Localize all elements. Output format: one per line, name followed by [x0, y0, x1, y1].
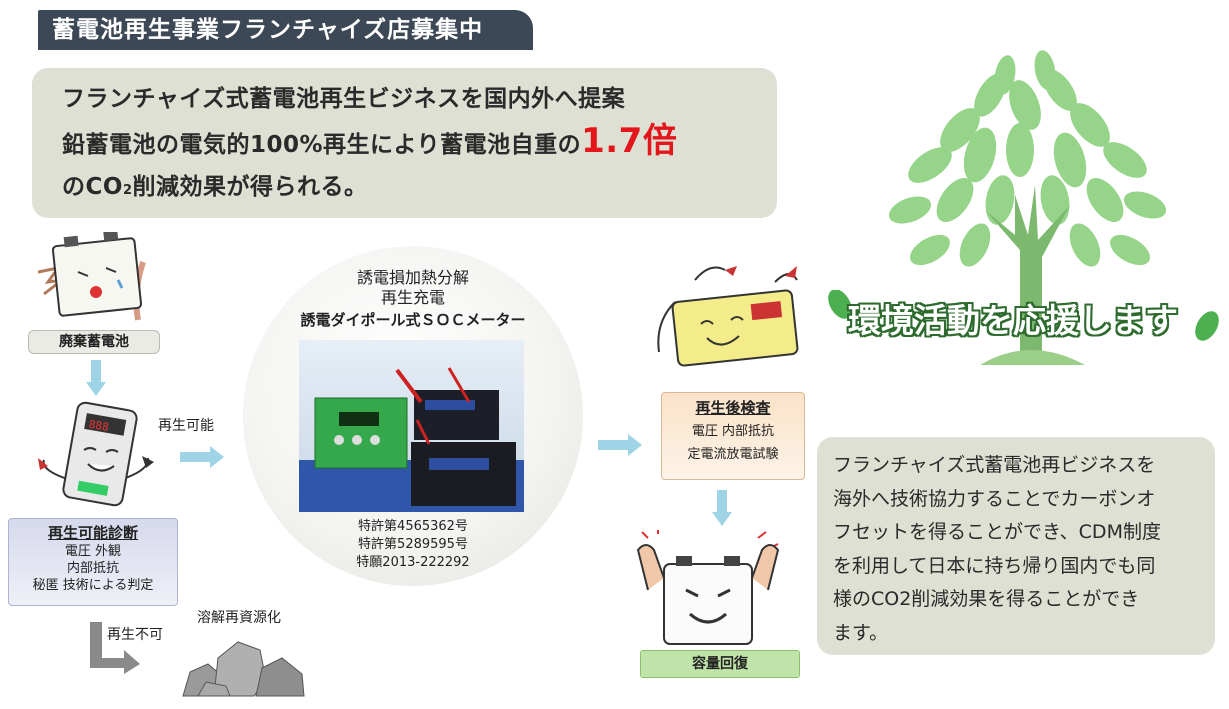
description-line: 様のCO2削減効果を得ることができ — [833, 588, 1140, 610]
page-title: 蓄電池再生事業フランチャイズ店募集中 — [52, 17, 484, 43]
happy-charger-icon — [655, 262, 805, 377]
patent-number: 特許第5289595号 — [358, 537, 468, 552]
diagnosis-box: 再生可能診断 電圧 外観 内部抵抗 秘匿 技術による判定 — [8, 518, 178, 606]
tree-banner: 環境活動を応援します — [826, 290, 1221, 348]
svg-text:888: 888 — [88, 418, 110, 434]
page-title-banner: 蓄電池再生事業フランチャイズ店募集中 — [38, 10, 533, 50]
intro-line-3-suffix: 削減効果が得られる。 — [132, 174, 368, 200]
co2-subscript: 2 — [122, 183, 133, 198]
description-line: 海外へ技術協力することでカーボンオ — [833, 487, 1156, 510]
sad-battery-icon — [37, 229, 148, 324]
patent-number: 特許第4565362号 — [358, 519, 468, 534]
inspection-title: 再生後検査 — [695, 399, 771, 417]
intro-box: フランチャイズ式蓄電池再生ビジネスを国内外へ提案 鉛蓄電池の電気的100%再生に… — [32, 68, 777, 218]
equipment-photo — [299, 340, 524, 512]
arrow-icon — [90, 622, 140, 678]
intro-line-3: のCO2削減効果が得られる。 — [62, 166, 777, 212]
process-title-1: 誘電損加熱分解 — [356, 268, 469, 287]
franchise-description-box: フランチャイズ式蓄電池再ビジネスを 海外へ技術協力することでカーボンオ フセット… — [817, 437, 1215, 655]
not-regenerable-label: 再生不可 — [107, 627, 163, 643]
diagnosis-item: 内部抵抗 — [66, 561, 119, 576]
arrow-icon — [712, 490, 732, 530]
process-title-2: 再生充電 — [380, 288, 445, 307]
rock-pile-icon — [178, 628, 308, 702]
regenerable-label: 再生可能 — [158, 418, 214, 434]
intro-line-2: 鉛蓄電池の電気的100%再生により蓄電池自重の1.7倍 — [62, 120, 777, 166]
inspection-box: 再生後検査 電圧 内部抵抗 定電流放電試験 — [661, 392, 805, 480]
melt-label: 溶解再資源化 — [197, 610, 281, 626]
description-line: フランチャイズ式蓄電池再ビジネスを — [833, 454, 1156, 476]
emphasis-value: 1.7倍 — [581, 121, 678, 161]
arrow-icon — [180, 446, 224, 472]
diagnosis-item: 電圧 外観 — [64, 544, 122, 559]
description-line: ます。 — [833, 621, 889, 644]
description-line: フセットを得ることができ、CDM制度 — [833, 521, 1161, 543]
intro-line-2-text: 鉛蓄電池の電気的100%再生により蓄電池自重の — [62, 132, 582, 158]
battery-tester-icon: 888 — [30, 400, 160, 512]
inspection-item: 定電流放電試験 — [687, 447, 779, 462]
diagnosis-item: 秘匿 技術による判定 — [32, 578, 154, 593]
patent-number: 特願2013-222292 — [356, 555, 470, 570]
tree-icon — [870, 35, 1190, 375]
process-title-3: 誘電ダイポール式ＳＯＣメーター — [300, 311, 526, 329]
arrow-icon — [598, 434, 642, 460]
description-line: を利用して日本に持ち帰り国内でも同 — [833, 554, 1156, 577]
inspection-item: 電圧 内部抵抗 — [691, 424, 775, 439]
intro-line-1: フランチャイズ式蓄電池再生ビジネスを国内外へ提案 — [62, 86, 626, 112]
diagnosis-title: 再生可能診断 — [47, 524, 138, 542]
tree-banner-text: 環境活動を応援します — [848, 301, 1178, 340]
waste-battery-label: 廃棄蓄電池 — [28, 330, 160, 354]
intro-line-3-prefix: のCO — [62, 174, 123, 200]
strong-battery-icon — [628, 528, 788, 650]
capacity-recovery-label: 容量回復 — [640, 650, 800, 678]
arrow-icon — [86, 360, 106, 400]
